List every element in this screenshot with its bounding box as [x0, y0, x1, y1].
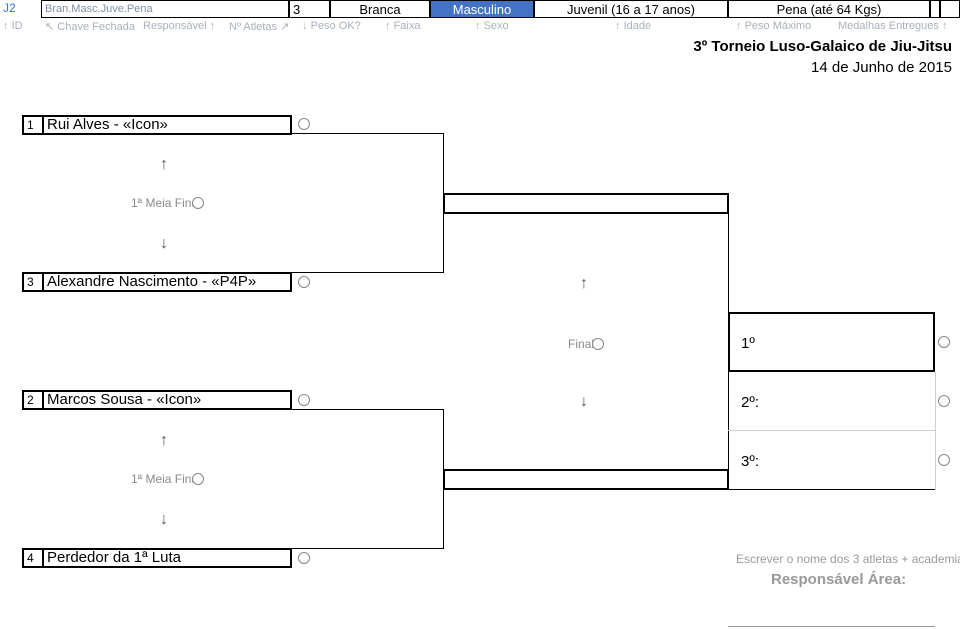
- up-arrow-icon: ↑: [580, 275, 588, 292]
- filter-id[interactable]: ↑ ID: [3, 20, 23, 32]
- semi-1-winner-box[interactable]: [443, 193, 729, 214]
- fighter-3-name[interactable]: Alexandre Nascimento - «P4P»: [42, 272, 292, 292]
- filter-atletas[interactable]: Nº Atletas ↗: [229, 21, 290, 33]
- up-arrow-icon: ↑: [3, 20, 9, 32]
- header-id[interactable]: J2: [3, 1, 16, 15]
- fighter-1-number: 1: [22, 115, 44, 135]
- filter-medalhas[interactable]: Medalhas Entregues ↑: [838, 20, 948, 32]
- fighter-4-number: 4: [22, 548, 44, 568]
- fighter-4-radio[interactable]: [298, 552, 310, 564]
- semi-2-winner-box[interactable]: [443, 469, 729, 490]
- down-arrow-icon: ↓: [160, 511, 168, 528]
- fighter-3-radio[interactable]: [298, 276, 310, 288]
- semi-1-label: 1ª Meia Final: [131, 196, 201, 210]
- down-arrow-icon: ↓: [160, 235, 168, 252]
- down-arrow-icon: ↓: [302, 20, 308, 32]
- up-arrow-icon: ↑: [615, 20, 621, 32]
- bracket-line: [292, 409, 443, 410]
- up-arrow-icon: ↑: [385, 20, 391, 32]
- up-arrow-icon: ↑: [736, 20, 742, 32]
- final-radio[interactable]: [592, 338, 604, 350]
- bracket-line: [292, 272, 443, 273]
- fighter-2-radio[interactable]: [298, 394, 310, 406]
- event-title: 3º Torneio Luso-Galaico de Jiu-Jitsu: [693, 38, 952, 55]
- podium-bottom-line: [728, 489, 935, 490]
- semi-1-radio[interactable]: [192, 197, 204, 209]
- footer-note: Escrever o nome dos 3 atletas + academia: [736, 552, 960, 566]
- final-label: Final: [568, 337, 595, 351]
- podium-second-label: 2º:: [741, 394, 759, 411]
- filter-chave[interactable]: ↖ Chave Fechada: [45, 21, 135, 33]
- up-arrow-icon: ↑: [160, 156, 168, 173]
- fighter-2-number: 2: [22, 390, 44, 410]
- header-age-class[interactable]: Juvenil (16 a 17 anos): [534, 0, 728, 18]
- event-date: 14 de Junho de 2015: [811, 59, 952, 76]
- down-arrow-icon: ↓: [580, 393, 588, 410]
- podium-divider: [728, 430, 935, 431]
- podium-first-label: 1º: [741, 335, 755, 352]
- header-extra-cell-2[interactable]: [940, 0, 960, 18]
- filter-row: ↑ ID ↖ Chave Fechada Responsável ↑ Nº At…: [0, 19, 960, 35]
- header-weight-class[interactable]: Pena (até 64 Kgs): [728, 0, 930, 18]
- up-arrow-icon: ↑: [475, 20, 481, 32]
- header-belt[interactable]: Branca: [330, 0, 430, 18]
- fighter-3-number: 3: [22, 272, 44, 292]
- bracket-line: [292, 548, 443, 549]
- fighter-1-radio[interactable]: [298, 118, 310, 130]
- header-extra-cell[interactable]: [930, 0, 940, 18]
- up-arrow-icon: ↑: [160, 432, 168, 449]
- up-arrow-icon: ↑: [209, 20, 216, 32]
- header-gender[interactable]: Masculino: [430, 0, 534, 18]
- filter-faixa[interactable]: ↑ Faixa: [385, 20, 421, 32]
- footer-responsavel: Responsável Área:: [771, 571, 907, 588]
- header-code[interactable]: Bran.Masc.Juve.Pena: [41, 0, 289, 18]
- signature-line[interactable]: [728, 626, 935, 627]
- fighter-1-name[interactable]: Rui Alves - «Icon»: [42, 115, 292, 135]
- podium-first-box[interactable]: [728, 312, 935, 372]
- podium-first-radio[interactable]: [938, 336, 950, 348]
- filter-peso-max[interactable]: ↑ Peso Máximo: [736, 20, 812, 32]
- podium-second-radio[interactable]: [938, 395, 950, 407]
- up-arrow-icon: ↑: [941, 20, 948, 32]
- podium-third-label: 3º:: [741, 453, 759, 470]
- up-left-arrow-icon: ↖: [45, 21, 55, 33]
- fighter-2-name[interactable]: Marcos Sousa - «Icon»: [42, 390, 292, 410]
- filter-sexo[interactable]: ↑ Sexo: [475, 20, 509, 32]
- bracket-line: [292, 133, 443, 134]
- fighter-4-name[interactable]: Perdedor da 1ª Luta: [42, 548, 292, 568]
- filter-peso-ok[interactable]: ↓ Peso OK?: [302, 20, 361, 32]
- filter-responsavel[interactable]: Responsável ↑: [143, 20, 216, 32]
- semi-2-radio[interactable]: [192, 473, 204, 485]
- up-right-arrow-icon: ↗: [280, 21, 290, 33]
- podium-divider: [935, 372, 936, 490]
- semi-2-label: 1ª Meia Final: [131, 472, 201, 486]
- filter-idade[interactable]: ↑ Idade: [615, 20, 652, 32]
- header-count[interactable]: 3: [289, 0, 330, 18]
- podium-third-radio[interactable]: [938, 454, 950, 466]
- header-row: J2 Bran.Masc.Juve.Pena 3 Branca Masculin…: [0, 0, 960, 20]
